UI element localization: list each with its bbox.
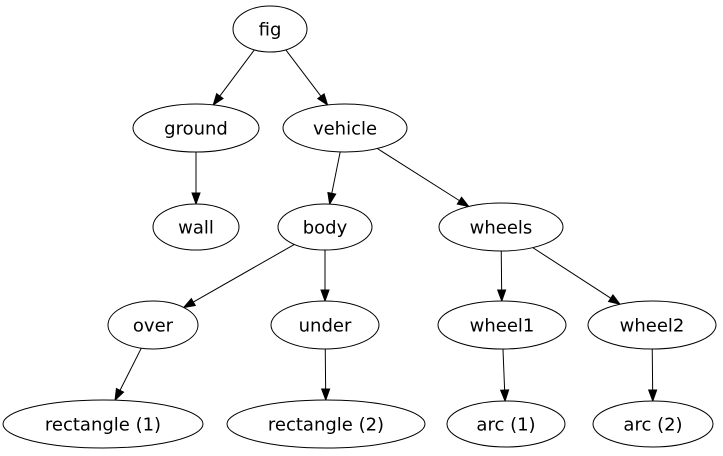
arrowhead-vehicle-body <box>327 191 337 206</box>
arrowhead-body-over <box>182 297 197 309</box>
node-label-over: over <box>133 316 174 337</box>
edge-vehicle-wheels <box>377 148 460 202</box>
edge-fig-vehicle <box>285 49 322 97</box>
edge-fig-ground <box>219 49 255 97</box>
edge-wheels-wheel2 <box>532 247 612 299</box>
node-label-body: body <box>303 218 348 239</box>
node-label-fig: fig <box>259 20 282 41</box>
arrowhead-vehicle-wheels <box>456 196 470 208</box>
arrowhead-fig-vehicle <box>316 92 329 107</box>
node-arc2 <box>592 400 714 448</box>
node-under <box>270 300 380 350</box>
edge-over-rect1 <box>119 347 142 391</box>
arrowhead-ground-wall <box>191 192 201 206</box>
arrowhead-wheel1-arc1 <box>499 389 510 403</box>
node-over <box>107 300 199 350</box>
node-label-under: under <box>299 316 352 337</box>
node-label-rect2: rectangle (2) <box>268 415 384 436</box>
node-label-arc2: arc (2) <box>623 415 682 436</box>
node-wall <box>152 203 240 251</box>
node-wheels <box>438 202 564 252</box>
edge-wheel1-arc1 <box>502 348 506 391</box>
arrowhead-wheels-wheel1 <box>496 289 507 303</box>
arrowhead-wheels-wheel2 <box>607 294 622 306</box>
edge-vehicle-body <box>331 151 341 194</box>
node-label-ground: ground <box>164 119 228 140</box>
node-label-arc1: arc (1) <box>476 415 535 436</box>
node-label-wheel2: wheel2 <box>620 316 685 337</box>
node-label-wheel1: wheel1 <box>470 316 535 337</box>
arrowhead-over-rect1 <box>114 387 125 402</box>
arrowhead-body-under <box>320 289 330 303</box>
node-rect1 <box>2 399 204 449</box>
node-ground <box>132 103 260 153</box>
node-wheel1 <box>437 300 567 350</box>
node-vehicle <box>282 103 408 153</box>
node-label-rect1: rectangle (1) <box>45 415 161 436</box>
node-rect2 <box>226 399 426 449</box>
arrowhead-wheel2-arc2 <box>647 389 658 403</box>
edge-body-over <box>193 244 295 303</box>
node-fig <box>232 5 308 53</box>
node-label-wheels: wheels <box>470 218 533 239</box>
arrowhead-fig-ground <box>212 92 224 107</box>
node-arc1 <box>446 400 566 448</box>
node-label-wall: wall <box>178 218 214 239</box>
node-body <box>277 203 373 251</box>
node-wheel2 <box>587 300 717 350</box>
node-label-vehicle: vehicle <box>313 119 377 140</box>
arrowhead-under-rect2 <box>320 388 331 402</box>
